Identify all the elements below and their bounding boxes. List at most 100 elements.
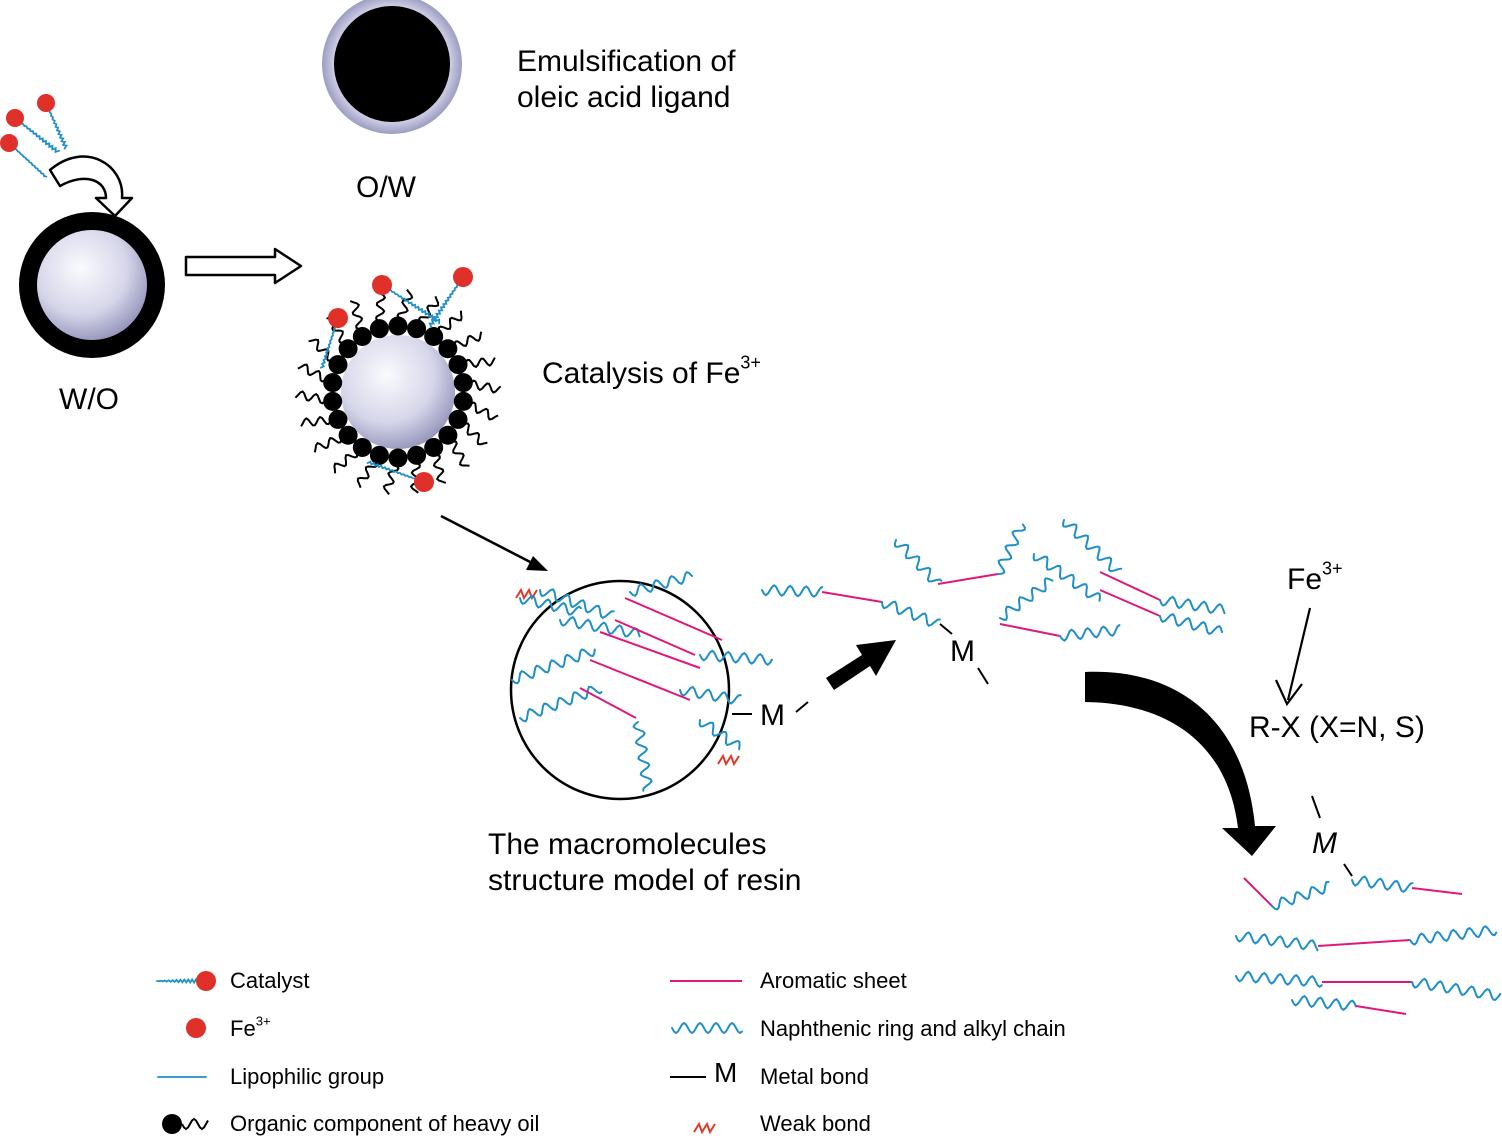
fe-dot — [414, 472, 434, 492]
weak-bond — [693, 1121, 716, 1135]
organic-bead — [453, 391, 473, 411]
aromatic-sheet — [1355, 1005, 1407, 1015]
fe-dot — [328, 308, 348, 328]
naphthenic-chain — [671, 1021, 743, 1035]
fe-dot — [37, 94, 55, 112]
ow-label: O/W — [356, 171, 416, 204]
aromatic-sheet — [1317, 939, 1411, 947]
naphthenic-chain — [539, 588, 615, 620]
naphthenic-chain — [629, 571, 693, 597]
macro-line2: structure model of resin — [488, 864, 802, 897]
curved-hollow-arrow — [48, 155, 134, 218]
big-curved-arrow — [1085, 671, 1276, 856]
organic-bead — [424, 438, 444, 458]
naphthenic-chain — [698, 719, 741, 751]
catalysis-sup: 3+ — [740, 352, 761, 373]
ow-droplet — [322, 0, 462, 134]
aromatic-sheet — [1099, 589, 1161, 617]
organic-bead — [388, 316, 408, 336]
organic-bead — [352, 438, 372, 458]
aromatic-sheet — [821, 591, 883, 603]
naphthenic-chain — [1032, 553, 1102, 602]
naphthenic-chain — [893, 539, 943, 583]
naphthenic-chain — [1061, 519, 1123, 573]
legend-fe-text: Fe — [230, 1016, 256, 1041]
emulsification-label: Emulsification of oleic acid ligand — [517, 44, 735, 116]
organic-bead — [424, 326, 444, 346]
resin-fragments — [761, 519, 1226, 685]
fe-dot — [186, 1018, 206, 1038]
organic-bead — [438, 339, 458, 359]
organic-bead — [453, 373, 473, 393]
legend-naphthenic-label: Naphthenic ring and alkyl chain — [760, 1016, 1066, 1041]
organic-bead — [369, 445, 389, 465]
naphthenic-chain — [559, 615, 641, 638]
organic-bead — [352, 326, 372, 346]
organic-bead — [448, 355, 468, 375]
naphthenic-chain — [1159, 595, 1226, 615]
organic-bead — [388, 448, 408, 468]
fe-dot — [0, 134, 18, 152]
weak-bond — [717, 753, 740, 767]
catalysis-text: Catalysis of Fe — [542, 357, 741, 390]
aromatic-sheet — [579, 687, 637, 719]
legend-metal-symbol: M — [714, 1057, 738, 1088]
naphthenic-chain — [511, 648, 596, 685]
organic-bead — [407, 445, 427, 465]
naphthenic-chain — [519, 594, 582, 616]
legend-metal-label: Metal bond — [760, 1064, 869, 1089]
organic-bead — [338, 425, 358, 445]
lipophilic-group — [14, 117, 60, 154]
naphthenic-chain — [519, 685, 603, 723]
naphthenic-chain — [1159, 612, 1223, 635]
metal-bond-line — [1343, 863, 1353, 877]
fe-arrow — [1275, 607, 1312, 707]
macro-line1: The macromolecules — [488, 828, 767, 861]
fe-text: Fe — [1287, 563, 1323, 596]
aromatic-sheet — [624, 597, 723, 641]
hollow-arrow-right — [184, 247, 303, 285]
rx-label: R-X (X=N, S) — [1249, 711, 1425, 744]
naphthenic-chain — [1235, 931, 1319, 952]
thick-arrow — [826, 640, 896, 690]
fe-label: Fe3+ — [1287, 560, 1343, 598]
legend-aromatic-label: Aromatic sheet — [760, 968, 907, 993]
wo-droplet — [19, 212, 165, 358]
lipophilic-group — [156, 977, 199, 985]
emulsification-line1: Emulsification of — [517, 45, 736, 78]
naphthenic-chain — [997, 523, 1026, 575]
naphthenic-chain — [699, 649, 773, 666]
lipophilic-group — [381, 284, 441, 325]
metal-bond-line — [977, 667, 989, 685]
legend-catalyst-label: Catalyst — [230, 968, 310, 993]
aromatic-sheet — [599, 631, 701, 669]
organic-bead — [338, 339, 358, 359]
catalysis-sphere — [294, 267, 502, 495]
aromatic-sheet — [589, 659, 691, 701]
naphthenic-chain — [1235, 970, 1323, 989]
organic-bead — [438, 425, 458, 445]
naphthenic-chain — [1291, 994, 1357, 1012]
catalysis-label: Catalysis of Fe3+ — [542, 352, 761, 392]
arrow-to-resin — [440, 514, 548, 571]
aromatic-sheet — [614, 619, 696, 656]
legend-graphics — [156, 971, 743, 1135]
legend-weak-label: Weak bond — [760, 1111, 871, 1136]
metal-bond-line — [1311, 795, 1321, 819]
macromolecule-label: The macromolecules structure model of re… — [488, 827, 801, 899]
legend-lipophilic-label: Lipophilic group — [230, 1064, 385, 1089]
aromatic-sheet — [1411, 887, 1463, 895]
organic-bead — [328, 355, 348, 375]
fe-dot — [453, 267, 473, 287]
fe-dot — [6, 109, 24, 127]
aromatic-sheet — [999, 623, 1061, 637]
aromatic-sheet — [937, 573, 999, 585]
legend-organic-label: Organic component of heavy oil — [230, 1111, 540, 1136]
wo-label: W/O — [59, 383, 119, 416]
naphthenic-chain — [1409, 925, 1498, 946]
naphthenic-chain — [881, 600, 941, 627]
organic-bead — [448, 409, 468, 429]
naphthenic-chain — [1411, 977, 1502, 1001]
organic-tail — [181, 1117, 209, 1131]
